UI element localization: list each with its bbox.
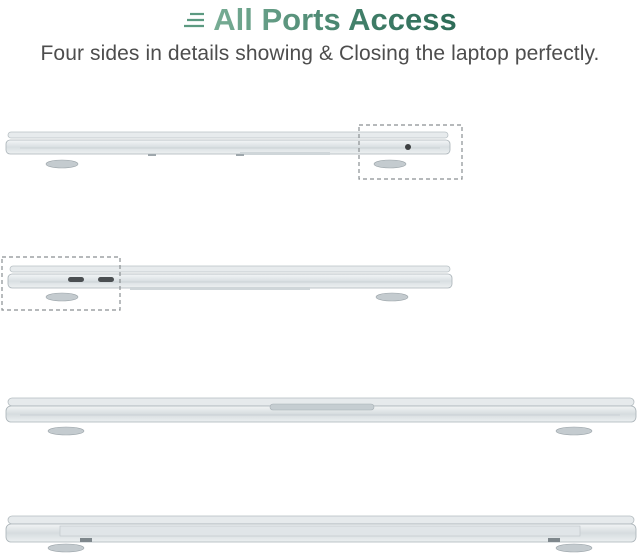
side-view-right	[0, 118, 640, 188]
title-row: All Ports Access	[0, 0, 640, 40]
page-title: All Ports Access	[213, 0, 457, 40]
title-group: All Ports Access	[183, 0, 457, 40]
laptop-front-image	[5, 397, 637, 436]
usb-c-port-icon	[68, 277, 84, 282]
usb-c-port-icon	[98, 277, 114, 282]
header: All Ports Access Four sides in details s…	[0, 0, 640, 72]
hinge	[59, 525, 581, 537]
side-view-left	[0, 254, 640, 314]
headphone-jack-icon	[405, 144, 411, 150]
back-view	[0, 508, 640, 555]
front-view	[0, 388, 640, 444]
lid-notch	[269, 403, 375, 411]
laptop-side-right-image	[5, 124, 463, 180]
port-highlight-box	[1, 256, 121, 311]
page-subtitle: Four sides in details showing & Closing …	[40, 42, 600, 65]
menu-lines-icon	[183, 9, 205, 31]
laptop-back-image	[5, 515, 637, 553]
port-highlight-box	[358, 124, 463, 180]
laptop-side-left-image	[1, 256, 453, 311]
